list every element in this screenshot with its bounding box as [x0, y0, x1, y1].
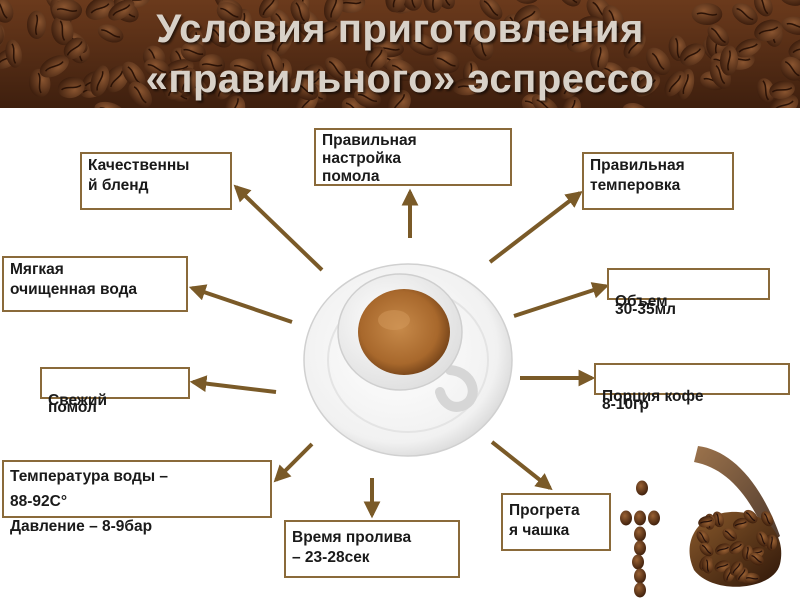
condition-tamping: Правильная темперовка	[582, 152, 734, 210]
condition-fresh-grind-value: помол	[48, 399, 97, 416]
arrow-fresh-grind	[189, 375, 277, 394]
coffee-bean-letter-i	[620, 480, 660, 598]
arrow-tamping	[488, 190, 583, 264]
arrow-water	[188, 284, 293, 324]
condition-fresh-grind-box: Свежий	[40, 367, 190, 409]
arrow-temperature	[273, 442, 314, 483]
condition-fresh-grind-label: Свежий	[48, 392, 107, 409]
condition-volume-box: Объем	[607, 268, 770, 310]
page-title: Условия приготовления «правильного» эспр…	[0, 0, 800, 104]
condition-dose-label: Порция кофе	[602, 388, 704, 405]
condition-water: Мягкая очищенная вода	[2, 256, 188, 312]
condition-dose-value: 8-10гр	[602, 396, 649, 413]
condition-volume-value: 30-35мл	[615, 301, 676, 318]
condition-blend: Качественны й бленд	[80, 152, 232, 210]
condition-dose-box: Порция кофе	[594, 363, 790, 405]
coffee-beans-spoon-icon	[620, 446, 782, 598]
condition-temperature: Температура воды – 88-92С° Давление – 8-…	[2, 460, 272, 535]
title-line-1: Условия приготовления	[156, 7, 644, 51]
header-banner: Условия приготовления «правильного» эспр…	[0, 0, 800, 108]
arrow-blend	[233, 184, 324, 272]
condition-grind-setting: Правильная настройка помола	[314, 128, 512, 186]
arrow-volume	[513, 282, 610, 318]
arrow-warm-cup	[490, 440, 553, 491]
condition-brew-time: Время пролива – 23-28сек	[284, 520, 460, 578]
condition-volume-label: Объем	[615, 293, 668, 310]
condition-warm-cup: Прогрета я чашка	[501, 493, 611, 551]
title-line-2: «правильного» эспрессо	[145, 57, 655, 101]
coffee-beans-background	[0, 0, 800, 108]
espresso-cup-icon	[303, 263, 513, 457]
